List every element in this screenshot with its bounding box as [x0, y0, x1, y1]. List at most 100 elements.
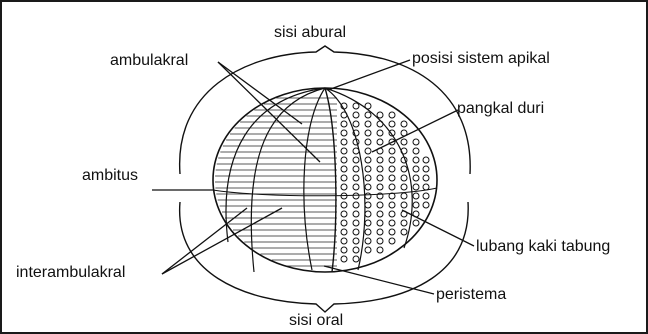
tubercle [377, 220, 383, 226]
tubercle [377, 247, 383, 253]
tubercle [353, 157, 359, 163]
tubercle [401, 229, 407, 235]
tubercle [389, 112, 395, 118]
meridian-2 [304, 88, 325, 270]
tubercle [341, 238, 347, 244]
tubercle [401, 220, 407, 226]
tubercle [365, 238, 371, 244]
tubercle [365, 229, 371, 235]
tubercle [341, 166, 347, 172]
tubercle [353, 211, 359, 217]
tubercle [413, 157, 419, 163]
tubercle [365, 148, 371, 154]
tubercle [389, 220, 395, 226]
label-peristome: peristema [436, 286, 506, 304]
tubercle [377, 229, 383, 235]
tubercle [341, 148, 347, 154]
label-bottom: sisi oral [289, 312, 343, 330]
tubercle [401, 184, 407, 190]
tubercle [389, 157, 395, 163]
leader-peristome [324, 266, 434, 294]
tubercle [389, 184, 395, 190]
tubercle [365, 121, 371, 127]
tubercle [401, 121, 407, 127]
tubercle [377, 130, 383, 136]
plate-hatching [215, 98, 337, 266]
tubercle [353, 166, 359, 172]
tubercle [341, 175, 347, 181]
tubercle [353, 103, 359, 109]
tubercle [413, 184, 419, 190]
tubercle [401, 166, 407, 172]
tubercle [353, 202, 359, 208]
tubercle [423, 175, 429, 181]
tubercle [377, 175, 383, 181]
tubercle [423, 193, 429, 199]
meridian-6 [226, 88, 325, 242]
tubercle [341, 130, 347, 136]
tubercle [389, 166, 395, 172]
tubercle [413, 175, 419, 181]
tubercle [413, 166, 419, 172]
tubercle [341, 229, 347, 235]
tubercle [341, 184, 347, 190]
tubercle [401, 175, 407, 181]
tubercle [377, 112, 383, 118]
meridian-3 [325, 88, 336, 272]
tubercle [389, 238, 395, 244]
tubercle [365, 112, 371, 118]
tubercle [377, 166, 383, 172]
tubercle [353, 238, 359, 244]
tubercle [365, 130, 371, 136]
tubercle [389, 229, 395, 235]
tubercle [413, 220, 419, 226]
label-tube-feet: lubang kaki tabung [476, 238, 610, 256]
leader-apical [328, 60, 410, 90]
tubercle [353, 220, 359, 226]
meridian-1 [251, 88, 325, 272]
leader-spine-base [372, 110, 458, 152]
tubercle [341, 121, 347, 127]
tubercle [413, 148, 419, 154]
tubercle [353, 184, 359, 190]
tubercle [401, 139, 407, 145]
tubercle [401, 193, 407, 199]
label-spine-base: pangkal duri [457, 100, 544, 118]
test-body [213, 88, 437, 272]
tubercle [365, 211, 371, 217]
tubercle [389, 148, 395, 154]
tubercle [377, 184, 383, 190]
tubercle [365, 247, 371, 253]
tubercle [365, 184, 371, 190]
tubercle [353, 193, 359, 199]
tubercle [341, 247, 347, 253]
tubercle [365, 166, 371, 172]
tubercle [413, 193, 419, 199]
tubercle [341, 220, 347, 226]
label-ambulakral: ambulakral [110, 52, 188, 70]
tubercle [423, 166, 429, 172]
leader-ambulakral-1 [218, 62, 320, 162]
tubercle [377, 202, 383, 208]
tubercle [377, 211, 383, 217]
leader-tube-feet [402, 210, 474, 246]
tubercle [389, 175, 395, 181]
tubercle [389, 211, 395, 217]
tubercle [341, 211, 347, 217]
tubercle [389, 121, 395, 127]
tubercle [423, 184, 429, 190]
ambitus-line [213, 188, 437, 196]
label-ambitus: ambitus [82, 167, 138, 185]
tubercle [353, 121, 359, 127]
tubercle [377, 157, 383, 163]
tubercle [365, 175, 371, 181]
tubercle [341, 256, 347, 262]
tubercle [389, 202, 395, 208]
tubercle [423, 157, 429, 163]
tubercle [365, 139, 371, 145]
test-outline [213, 88, 437, 272]
tubercle [377, 238, 383, 244]
tubercle [377, 139, 383, 145]
tubercle [341, 157, 347, 163]
